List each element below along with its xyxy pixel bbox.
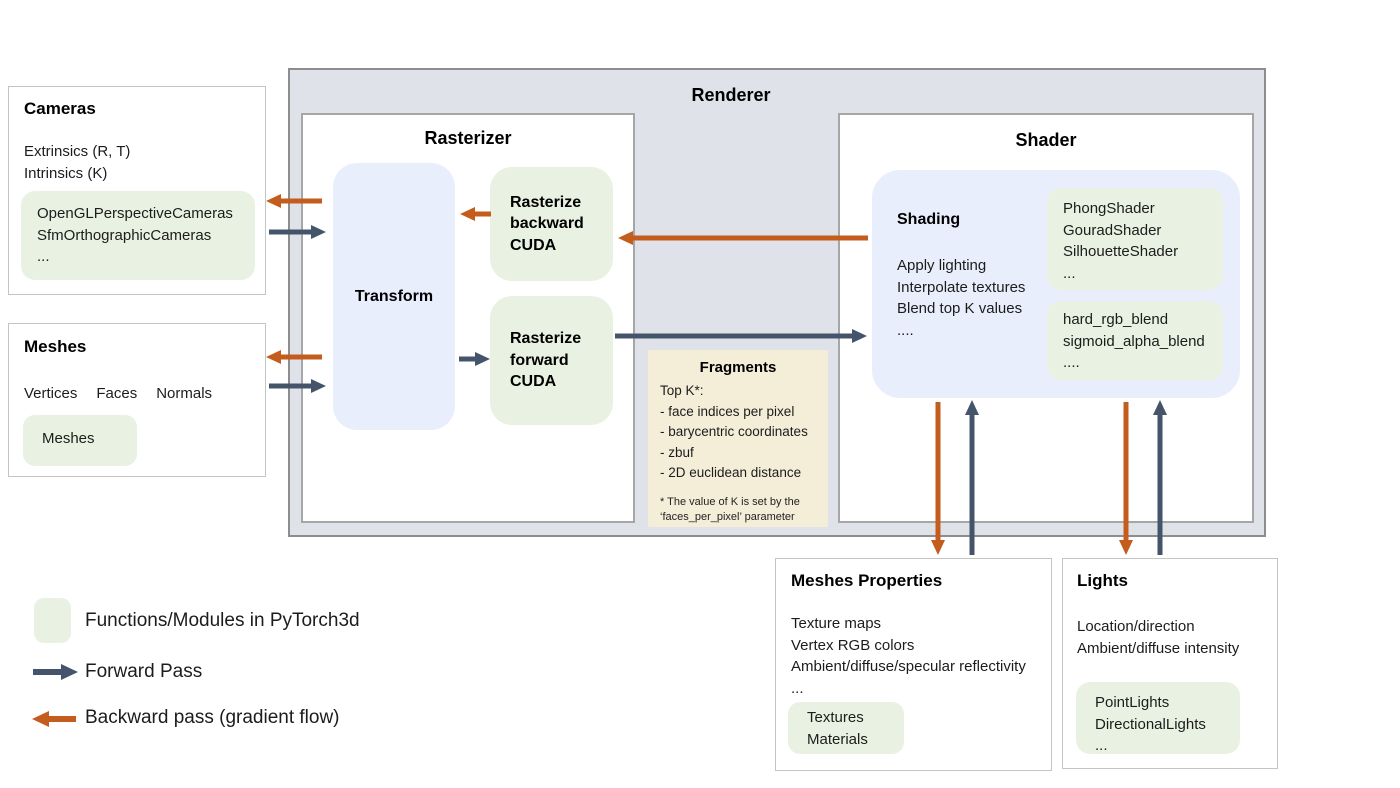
fragments-line: - barycentric coordinates — [660, 424, 808, 439]
legend-forward-label: Forward Pass — [85, 661, 203, 682]
cameras-attributes: Extrinsics (R, T) Intrinsics (K) — [24, 141, 130, 184]
transform-label: Transform — [354, 287, 434, 305]
shader-module: SilhouetteShader — [1063, 243, 1179, 260]
blend-functions-list: hard_rgb_blend sigmoid_alpha_blend .... — [1047, 301, 1223, 380]
legend-backward-label: Backward pass (gradient flow) — [85, 707, 340, 728]
shading-line: Interpolate textures — [897, 278, 1026, 296]
rasterizer-box: Rasterizer Transform Rasterize backward … — [301, 113, 635, 523]
meshes-properties-attribute: Texture maps — [791, 615, 882, 632]
legend-modules-label: Functions/Modules in PyTorch3d — [85, 610, 360, 631]
meshes-properties-module: Materials — [807, 730, 868, 748]
lights-attribute: Ambient/diffuse intensity — [1077, 639, 1240, 657]
meshes-attribute: Faces — [96, 385, 138, 402]
meshes-module: Meshes — [23, 415, 137, 466]
meshes-properties-attributes: Texture maps Vertex RGB colors Ambient/d… — [791, 613, 1026, 699]
legend-module-swatch — [34, 598, 71, 643]
meshes-box: Meshes Vertices Faces Normals Meshes — [8, 323, 266, 477]
blend-function: hard_rgb_blend — [1063, 311, 1169, 328]
shader-module: GouradShader — [1063, 221, 1162, 239]
lights-box: Lights Location/direction Ambient/diffus… — [1062, 558, 1278, 769]
rasterizer-title: Rasterizer — [424, 128, 512, 148]
meshes-attribute: Vertices — [24, 385, 78, 402]
shader-box: Shader Shading Apply lighting Interpolat… — [838, 113, 1254, 523]
shading-line: .... — [897, 321, 914, 339]
cameras-module: SfmOrthographicCameras — [37, 226, 212, 244]
lights-attribute: Location/direction — [1077, 618, 1195, 635]
fragments-box: Fragments Top K*: - face indices per pix… — [648, 350, 828, 527]
meshes-properties-module: Textures — [807, 709, 864, 726]
cameras-module: ... — [37, 248, 50, 265]
shader-modules-list: PhongShader GouradShader SilhouetteShade… — [1047, 188, 1223, 290]
rasterize-forward-cuda-module: Rasterize forward CUDA — [490, 296, 613, 425]
lights-module: PointLights — [1095, 694, 1170, 711]
shading-panel: Shading Apply lighting Interpolate textu… — [872, 170, 1240, 398]
fragments-line: - zbuf — [660, 444, 694, 460]
lights-modules-list: PointLights DirectionalLights ... — [1076, 682, 1240, 754]
fragments-list: Top K*: - face indices per pixel - baryc… — [660, 381, 808, 484]
fragments-line: Top K*: — [660, 383, 704, 398]
rasterize-forward-label: Rasterize forward CUDA — [510, 330, 582, 391]
meshes-properties-attribute: ... — [791, 679, 804, 697]
fragments-line: - 2D euclidean distance — [660, 465, 802, 480]
meshes-properties-attribute: Vertex RGB colors — [791, 636, 915, 654]
rasterize-backward-label: Rasterize backward CUDA — [510, 193, 584, 254]
cameras-attribute: Extrinsics (R, T) — [24, 143, 131, 160]
renderer-box: Renderer Rasterizer Transform Rasterize … — [288, 68, 1266, 537]
cameras-attribute: Intrinsics (K) — [24, 164, 108, 182]
meshes-attributes: Vertices Faces Normals — [24, 385, 212, 402]
cameras-box: Cameras Extrinsics (R, T) Intrinsics (K)… — [8, 86, 266, 295]
meshes-attribute: Normals — [156, 385, 213, 402]
shader-module: PhongShader — [1063, 200, 1155, 217]
cameras-module: OpenGLPerspectiveCameras — [37, 205, 233, 222]
shading-description: Apply lighting Interpolate textures Blen… — [897, 255, 1025, 341]
blend-function: sigmoid_alpha_blend — [1063, 332, 1205, 350]
lights-module: DirectionalLights — [1095, 715, 1206, 733]
shader-title: Shader — [1015, 130, 1077, 150]
meshes-properties-title: Meshes Properties — [791, 571, 943, 590]
legend-backward-arrow — [32, 711, 76, 727]
cameras-title: Cameras — [24, 99, 96, 118]
meshes-properties-attribute: Ambient/diffuse/specular reflectivity — [791, 658, 1026, 675]
cameras-modules-list: OpenGLPerspectiveCameras SfmOrthographic… — [21, 191, 255, 280]
lights-module: ... — [1095, 737, 1108, 754]
fragments-footnote: * The value of K is set by the ‘faces_pe… — [660, 496, 800, 523]
transform-module: Transform — [333, 163, 455, 430]
meshes-properties-box: Meshes Properties Texture maps Vertex RG… — [775, 558, 1052, 771]
shading-title: Shading — [897, 211, 961, 228]
meshes-properties-modules-list: Textures Materials — [788, 702, 904, 754]
fragments-title: Fragments — [699, 359, 777, 376]
lights-attributes: Location/direction Ambient/diffuse inten… — [1077, 616, 1239, 659]
shader-module: ... — [1063, 264, 1076, 282]
shading-line: Blend top K values — [897, 300, 1023, 317]
lights-title: Lights — [1077, 571, 1128, 590]
legend-forward-arrow — [33, 664, 78, 680]
rasterize-backward-cuda-module: Rasterize backward CUDA — [490, 167, 613, 281]
shading-line: Apply lighting — [897, 257, 987, 274]
fragments-line: - face indices per pixel — [660, 403, 795, 419]
renderer-title: Renderer — [691, 85, 771, 105]
meshes-title: Meshes — [24, 337, 87, 356]
blend-function: .... — [1063, 354, 1080, 371]
